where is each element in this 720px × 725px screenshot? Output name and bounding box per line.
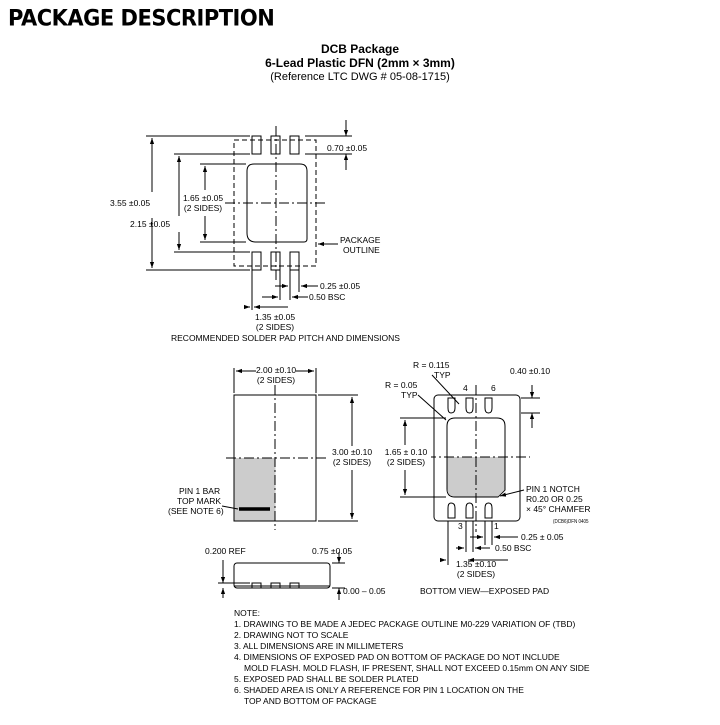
dim-label-070: 0.70 ±0.05 bbox=[327, 143, 368, 153]
note-line: 6. SHADED AREA IS ONLY A REFERENCE FOR P… bbox=[234, 685, 524, 695]
package-title: DCB Package bbox=[320, 42, 400, 56]
dim-label-165-top: 1.65 ±0.05(2 SIDES) bbox=[182, 193, 224, 213]
dim-label-050-top: 0.50 BSC bbox=[309, 292, 346, 302]
pin1-bar-label: PIN 1 BAR TOP MARK (SEE NOTE 6) bbox=[168, 486, 224, 516]
pin1-notch-label: PIN 1 NOTCH R0.20 OR 0.25 × 45° CHAMFER bbox=[526, 484, 591, 514]
pin-number-1: 1 bbox=[494, 521, 499, 531]
package-side-view bbox=[218, 552, 345, 600]
solder-pad-view bbox=[146, 120, 352, 310]
exposed-pad-land bbox=[246, 163, 308, 243]
solder-pad bbox=[251, 135, 262, 155]
package-top-view bbox=[221, 368, 358, 530]
bottom-view-caption: BOTTOM VIEW—EXPOSED PAD bbox=[420, 586, 550, 596]
package-subtitle: 6-Lead Plastic DFN (2mm × 3mm) bbox=[265, 56, 455, 70]
bottom-lead bbox=[484, 397, 493, 414]
solder-pad bbox=[251, 251, 262, 271]
solder-pad bbox=[289, 135, 300, 155]
bottom-lead bbox=[447, 502, 456, 519]
note-line: MOLD FLASH. MOLD FLASH, IF PRESENT, SHAL… bbox=[244, 663, 590, 673]
drawing-code: (DCB6)DFN 0405 bbox=[552, 519, 589, 525]
package-bottom-view bbox=[400, 374, 540, 565]
dim-label-050-bottom: 0.50 BSC bbox=[495, 543, 532, 553]
dim-label-025-bottom: 0.25 ± 0.05 bbox=[521, 532, 564, 542]
notes-block: NOTE: 1. DRAWING TO BE MADE A JEDEC PACK… bbox=[234, 608, 590, 707]
pin-number-3: 3 bbox=[458, 521, 463, 531]
note-line: NOTE: bbox=[234, 608, 260, 618]
note-line: TOP AND BOTTOM OF PACKAGE bbox=[244, 696, 377, 706]
dim-label-000: 0.00 – 0.05 bbox=[343, 586, 386, 596]
note-line: 3. ALL DIMENSIONS ARE IN MILLIMETERS bbox=[234, 641, 404, 651]
bottom-lead bbox=[484, 502, 493, 519]
dim-label-135-top: 1.35 ±0.05(2 SIDES) bbox=[254, 312, 296, 332]
dim-label-040: 0.40 ±0.10 bbox=[510, 366, 551, 376]
page-heading: PACKAGE DESCRIPTION bbox=[8, 5, 275, 31]
bottom-lead bbox=[465, 502, 474, 519]
dim-label-135-bottom: 1.35 ±0.10(2 SIDES) bbox=[455, 559, 497, 579]
note-line: 5. EXPOSED PAD SHALL BE SOLDER PLATED bbox=[234, 674, 419, 684]
solder-pad-caption: RECOMMENDED SOLDER PAD PITCH AND DIMENSI… bbox=[171, 333, 400, 343]
note-line: 1. DRAWING TO BE MADE A JEDEC PACKAGE OU… bbox=[234, 619, 576, 629]
pin1-leader bbox=[221, 505, 239, 510]
note-line: 2. DRAWING NOT TO SCALE bbox=[234, 630, 349, 640]
package-side-body bbox=[233, 562, 331, 589]
dim-label-025-top: 0.25 ±0.05 bbox=[320, 281, 361, 291]
pin1-shaded-area bbox=[234, 458, 276, 521]
dim-label-0200: 0.200 REF bbox=[205, 546, 246, 556]
bottom-lead bbox=[447, 397, 456, 414]
note-line: 4. DIMENSIONS OF EXPOSED PAD ON BOTTOM O… bbox=[234, 652, 560, 662]
dim-label-200: 2.00 ±0.10(2 SIDES) bbox=[255, 365, 297, 385]
exposed-pad bbox=[446, 417, 506, 498]
bottom-lead bbox=[465, 397, 474, 414]
solder-pad bbox=[289, 251, 300, 271]
pin-number-4: 4 bbox=[463, 383, 468, 393]
dim-label-075: 0.75 ±0.05 bbox=[312, 546, 353, 556]
package-body bbox=[433, 394, 521, 522]
dim-label-215: 2.15 ±0.05 bbox=[130, 219, 171, 229]
drawing-reference: (Reference LTC DWG # 05-08-1715) bbox=[270, 71, 450, 83]
dim-label-165-bottom: 1.65 ± 0.10(2 SIDES) bbox=[381, 447, 431, 467]
dim-label-300: 3.00 ±0.10(2 SIDES) bbox=[330, 447, 374, 467]
pin-number-6: 6 bbox=[491, 383, 496, 393]
dim-label-355: 3.55 ±0.05 bbox=[110, 198, 151, 208]
